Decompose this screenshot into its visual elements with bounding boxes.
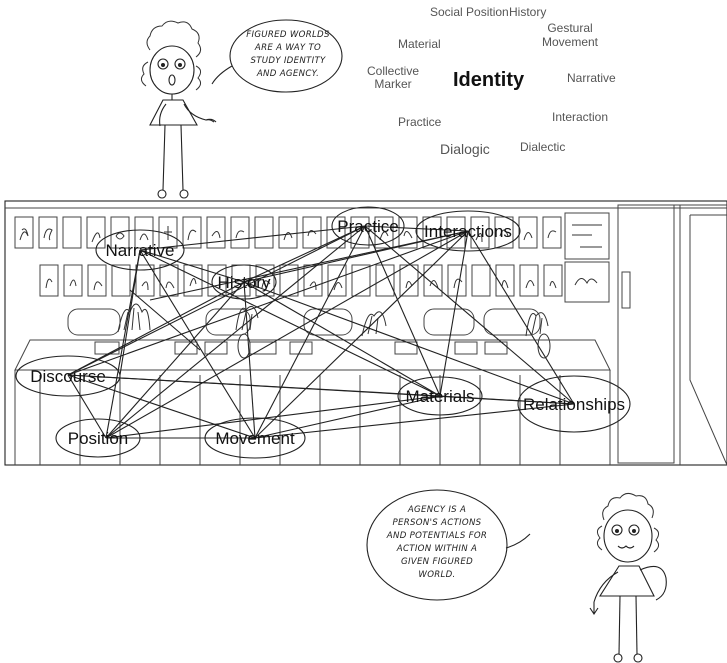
node-discourse: Discourse <box>15 355 121 397</box>
word-marker: Marker <box>374 77 411 91</box>
bottom-speech-bubble: AGENCY IS A PERSON'S ACTIONS AND POTENTI… <box>366 489 531 601</box>
word-gestural: Gestural <box>547 21 592 35</box>
artwork-row-bottom <box>39 261 610 303</box>
node-history: History <box>211 264 277 300</box>
students <box>117 303 551 359</box>
artwork-row-top <box>14 212 610 260</box>
node-materials-label: Materials <box>406 387 475 406</box>
top-speech-line-1: FIGURED WORLDS <box>246 30 330 40</box>
top-stick-figure <box>140 20 217 199</box>
node-position-label: Position <box>68 429 128 448</box>
word-identity: Identity <box>453 69 525 91</box>
bottom-speech-line-1: AGENCY IS A <box>407 505 466 515</box>
node-movement-label: Movement <box>215 429 295 448</box>
node-interactions-label: Interactions <box>424 222 512 241</box>
word-social-position: Social Position <box>430 5 509 19</box>
node-relationships-label: Relationships <box>523 395 625 414</box>
bottom-stick-figure <box>589 492 667 663</box>
network-edges <box>67 225 575 439</box>
bottom-speech-line-6: WORLD. <box>418 570 455 580</box>
classroom-scene: Narrative Practice Interactions History … <box>4 200 727 466</box>
node-history-label: History <box>218 273 271 292</box>
node-practice: Practice <box>331 206 405 246</box>
word-movement: Movement <box>542 35 599 49</box>
bottom-speech-line-5: GIVEN FIGURED <box>401 557 473 567</box>
word-material: Material <box>398 37 441 51</box>
node-practice-label: Practice <box>337 217 398 236</box>
word-practice: Practice <box>398 115 442 129</box>
node-discourse-label: Discourse <box>30 367 106 386</box>
word-narrative: Narrative <box>567 71 616 85</box>
node-position: Position <box>55 418 141 458</box>
word-history: History <box>509 5 546 19</box>
bottom-speech-line-3: AND POTENTIALS FOR <box>386 531 487 541</box>
node-relationships: Relationships <box>517 375 631 433</box>
word-cloud: Social Position History Gestural Movemen… <box>367 5 616 157</box>
node-interactions: Interactions <box>415 210 521 252</box>
bottom-speech-line-4: ACTION WITHIN A <box>396 544 477 554</box>
node-narrative-label: Narrative <box>106 241 175 260</box>
top-speech-bubble: FIGURED WORLDS ARE A WAY TO STUDY IDENTI… <box>211 19 343 93</box>
node-materials: Materials <box>397 376 483 416</box>
top-speech-line-3: STUDY IDENTITY <box>250 56 326 66</box>
word-collective: Collective <box>367 64 419 78</box>
top-speech-line-4: AND AGENCY. <box>256 69 319 79</box>
word-dialectic: Dialectic <box>520 140 565 154</box>
node-narrative: Narrative <box>95 229 185 271</box>
word-dialogic: Dialogic <box>440 141 490 157</box>
word-interaction: Interaction <box>552 110 608 124</box>
bottom-speech-line-2: PERSON'S ACTIONS <box>393 518 482 528</box>
node-movement: Movement <box>204 417 306 459</box>
top-speech-line-2: ARE A WAY TO <box>254 43 321 53</box>
